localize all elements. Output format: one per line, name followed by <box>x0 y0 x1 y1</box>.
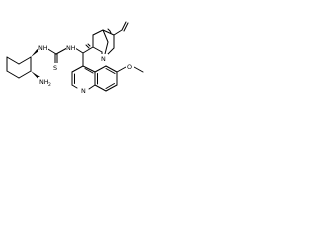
quinuclidine-n-label: N <box>101 55 106 63</box>
cyclohexane-ring <box>6 56 32 79</box>
nh-to-c9-bond <box>74 47 84 54</box>
amine-nh2-label: NH <box>39 78 49 86</box>
structure-canvas: NH 2 NH NH S N N O <box>0 0 152 152</box>
chemical-structure: NH 2 NH NH S N N O <box>6 21 144 95</box>
quinoline-n-label: N <box>81 87 86 95</box>
thiourea-nh-right-label: NH <box>66 44 76 52</box>
quinoline-ring <box>71 65 118 92</box>
thiourea-group <box>45 47 68 65</box>
atom-labels: NH 2 NH NH S N N O <box>38 43 134 95</box>
thiourea-s-label: S <box>53 64 57 72</box>
quinuclidine-ring <box>82 29 115 57</box>
vinyl-group <box>113 21 129 36</box>
stereo-hashes-quinuclidine <box>85 28 112 49</box>
methoxy-group <box>116 66 144 73</box>
amine-subscript-2: 2 <box>48 82 51 88</box>
stereo-wedges-cyclohexane <box>31 49 40 79</box>
methoxy-o-label: O <box>127 63 132 71</box>
thiourea-nh-left-label: NH <box>38 44 48 52</box>
